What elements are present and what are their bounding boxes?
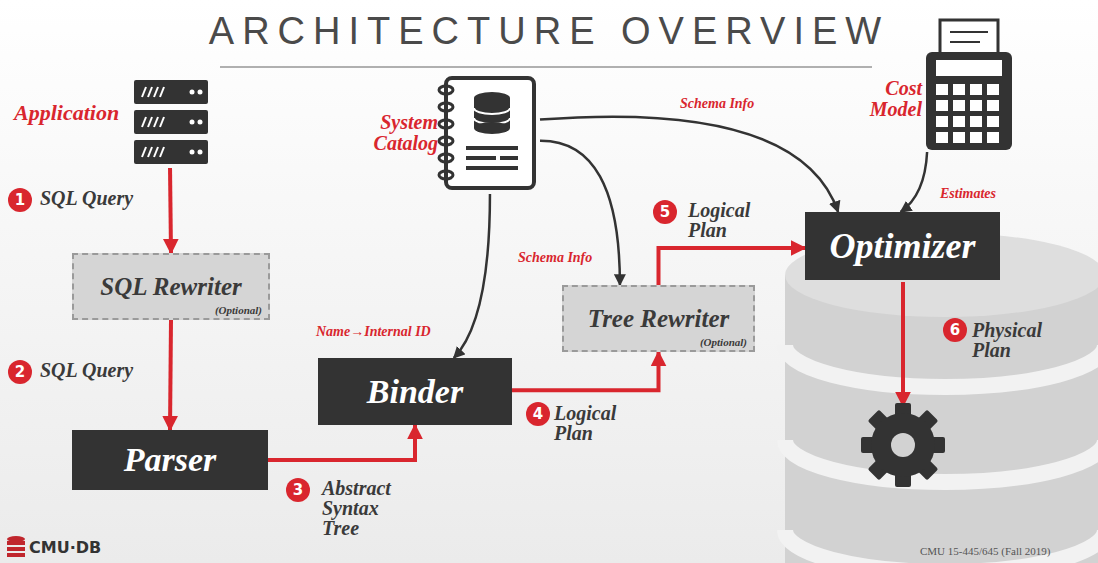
database-cylinder <box>785 233 1098 563</box>
ring <box>439 171 453 179</box>
node-label: Application <box>14 102 132 123</box>
gear-icon <box>861 403 945 487</box>
callout-number: 2 <box>8 360 32 384</box>
node-note: (Optional) <box>700 336 747 348</box>
key <box>936 84 948 95</box>
catalog-icon <box>439 78 534 188</box>
key <box>953 84 965 95</box>
key <box>987 116 999 127</box>
key <box>936 100 948 111</box>
process-box-optional: Tree Rewriter (Optional) <box>562 285 755 352</box>
key <box>953 116 965 127</box>
key <box>987 132 999 143</box>
callout-number: 5 <box>653 200 677 224</box>
gear-body <box>871 413 935 477</box>
callout-number: 3 <box>286 478 310 502</box>
ring <box>439 154 453 162</box>
server-icon <box>134 80 208 164</box>
flow-arrow <box>659 248 806 285</box>
key <box>987 84 999 95</box>
info-arrow <box>540 117 838 212</box>
key <box>970 100 982 111</box>
key <box>936 132 948 143</box>
footer-note: CMU 15-445/645 (Fall 2019) <box>920 545 1050 557</box>
gear-hole <box>891 433 915 457</box>
flow-arrow <box>168 168 173 253</box>
flow-arrow <box>268 425 415 460</box>
key <box>970 116 982 127</box>
logo-text: CMU·DB <box>29 538 101 557</box>
system-catalog: System Catalog <box>358 70 540 194</box>
callout-number: 1 <box>8 188 32 212</box>
node-note: (Optional) <box>215 304 262 316</box>
key <box>970 132 982 143</box>
physical-plan-arrow <box>901 282 905 406</box>
node-label: Parser <box>124 441 217 479</box>
edge-label: Schema Info <box>680 96 754 112</box>
logo-mark <box>7 536 25 557</box>
ring <box>439 137 453 145</box>
edge-label: Logical Plan <box>554 403 626 443</box>
key <box>953 132 965 143</box>
ring <box>439 86 453 94</box>
process-box: Parser <box>72 430 268 490</box>
info-arrow <box>454 194 490 358</box>
application-server: Application <box>14 76 210 168</box>
edge-label: Estimates <box>940 186 996 202</box>
info-arrow <box>901 152 928 212</box>
callout-number: 6 <box>943 318 967 342</box>
title-rule <box>220 66 872 68</box>
node-label: Binder <box>367 373 463 411</box>
flow-arrow <box>170 320 171 430</box>
key <box>936 116 948 127</box>
ring <box>439 120 453 128</box>
calculator-icon <box>926 20 1012 150</box>
flow-arrow <box>512 352 659 390</box>
edge-label: SQL Query <box>40 360 133 380</box>
cost-model: Cost Model <box>856 16 1014 152</box>
process-box: Optimizer <box>805 212 1000 280</box>
edge-label: Schema Info <box>518 250 592 266</box>
edge-label: SQL Query <box>40 188 133 208</box>
ring <box>439 103 453 111</box>
edge-label: Name→Internal ID <box>316 324 431 340</box>
slide-title: ARCHITECTURE OVERVIEW <box>0 10 1098 53</box>
edge-label: Logical Plan <box>688 200 760 240</box>
key <box>970 84 982 95</box>
key <box>987 100 999 111</box>
node-label: SQL Rewriter <box>100 273 241 301</box>
flow-label: Physical Plan <box>972 320 1056 360</box>
node-label: Optimizer <box>829 225 975 267</box>
key <box>953 100 965 111</box>
process-box-optional: SQL Rewriter (Optional) <box>72 253 270 320</box>
node-label: System Catalog <box>358 112 438 154</box>
node-label: Cost Model <box>856 78 922 120</box>
callout-number: 4 <box>526 402 550 426</box>
node-label: Tree Rewriter <box>588 305 729 333</box>
process-box: Binder <box>318 358 512 425</box>
edge-label: Abstract Syntax Tree <box>322 478 404 538</box>
